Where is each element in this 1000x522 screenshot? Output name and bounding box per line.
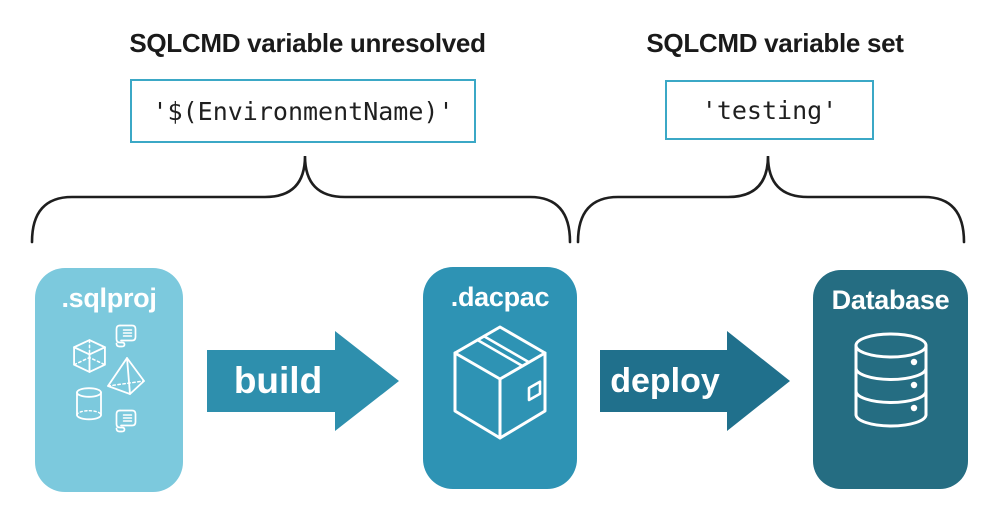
scroll-icon [115, 409, 137, 433]
deploy-arrow-label: deploy [610, 361, 720, 400]
database-icon [854, 332, 928, 428]
build-arrow: build [207, 331, 399, 431]
code-box-testing-value: 'testing' [665, 80, 874, 140]
database-label: Database [831, 285, 950, 315]
scroll-icon [115, 324, 137, 348]
heading-sqlcmd-unresolved: SQLCMD variable unresolved [129, 28, 486, 58]
build-arrow-label: build [233, 360, 323, 401]
sqlproj-node: .sqlproj [35, 268, 183, 492]
left-curly-brace [30, 155, 572, 244]
right-curly-brace [576, 155, 966, 244]
dacpac-label: .dacpac [450, 282, 550, 312]
build-arrow-shape [207, 331, 399, 431]
deploy-arrow-shape [600, 331, 790, 431]
package-icon [453, 325, 547, 440]
code-testing-value: 'testing' [701, 95, 838, 125]
pyramid-icon [107, 357, 145, 395]
heading-sqlcmd-set: SQLCMD variable set [646, 28, 904, 58]
sqlproj-label: .sqlproj [61, 283, 157, 313]
database-node: Database [813, 270, 968, 489]
code-box-environment-variable: '$(EnvironmentName)' [130, 79, 476, 143]
deploy-arrow: deploy [600, 331, 790, 431]
cube-icon [73, 339, 106, 373]
dacpac-node: .dacpac [423, 267, 577, 489]
code-environment-variable: '$(EnvironmentName)' [152, 96, 454, 126]
cylinder-icon [76, 387, 102, 421]
